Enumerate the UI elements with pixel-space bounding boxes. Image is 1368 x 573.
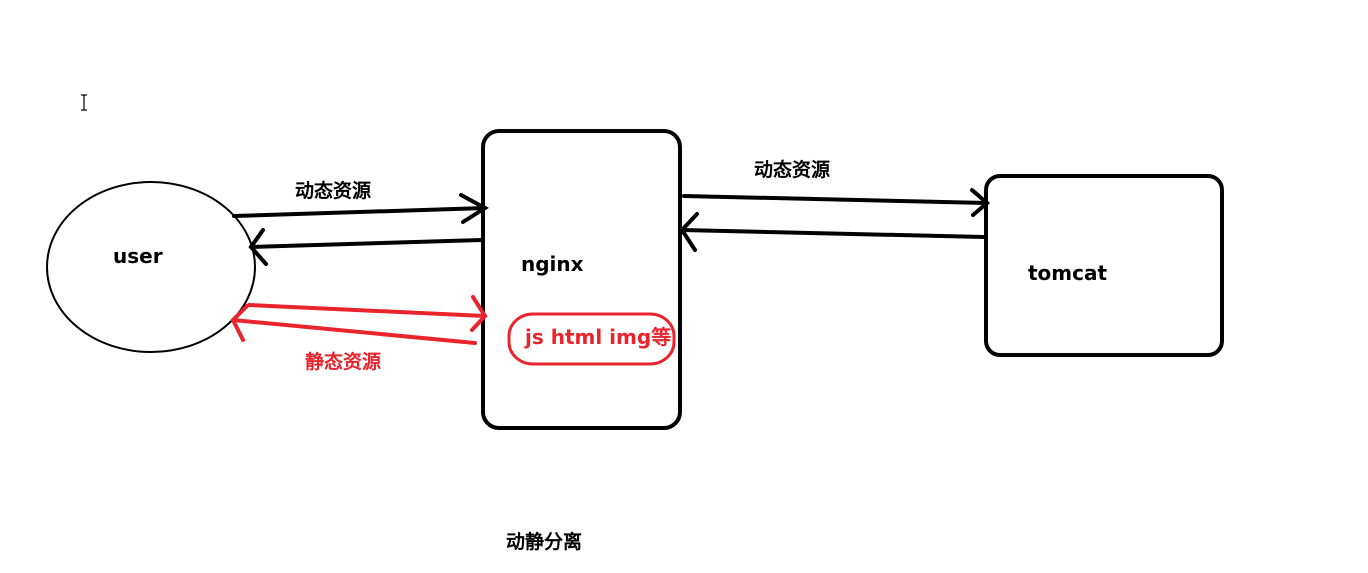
diagram-caption: 动静分离 xyxy=(506,530,582,553)
nginx-node xyxy=(481,129,682,430)
static-content-label: js html img等 xyxy=(524,325,671,349)
arrow-static-user-to-nginx xyxy=(247,295,488,332)
arrow-user-to-nginx xyxy=(232,193,489,224)
user-node xyxy=(46,181,256,353)
arrow-tomcat-to-nginx xyxy=(679,212,986,252)
user-label: user xyxy=(113,244,163,268)
static-content-highlight xyxy=(507,312,676,366)
arrow-nginx-to-user xyxy=(248,228,484,266)
nginx-label: nginx xyxy=(521,252,584,276)
arrow-nginx-to-tomcat xyxy=(682,188,991,217)
text-cursor-icon xyxy=(81,94,87,111)
arrow-static-nginx-to-user xyxy=(230,304,477,345)
static-resource-label: 静态资源 xyxy=(305,350,381,373)
tomcat-node xyxy=(984,174,1224,357)
tomcat-label: tomcat xyxy=(1028,261,1107,285)
dynamic-resource-label-left: 动态资源 xyxy=(295,179,371,202)
dynamic-resource-label-right: 动态资源 xyxy=(754,158,830,181)
